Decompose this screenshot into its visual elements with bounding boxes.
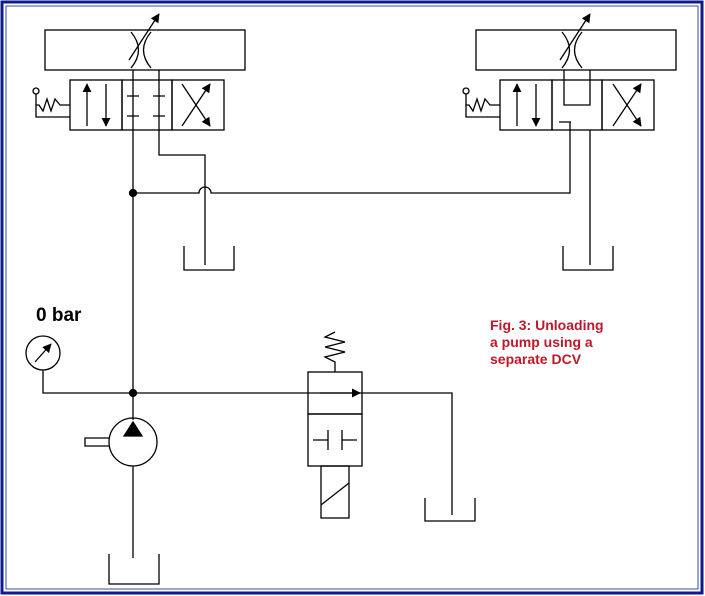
figure-caption: Fig. 3: Unloading a pump using a separat…: [490, 317, 604, 367]
caption-line-1: Unloading: [531, 317, 603, 333]
hydraulic-pump: [84, 417, 158, 558]
caption-fig-label: Fig. 3:: [490, 317, 531, 333]
right-directional-valve: [462, 79, 655, 131]
left-actuator: [44, 13, 246, 80]
junction-dot: [128, 388, 138, 398]
svg-text:Fig. 3: Unloading: Fig. 3: Unloading: [490, 317, 604, 333]
caption-line-2: a pump using a: [490, 334, 593, 350]
tank-unloading-valve: [424, 498, 476, 522]
junction-dot: [128, 188, 138, 198]
unloading-valve: [307, 331, 363, 519]
unloading-line: [42, 370, 453, 515]
left-tank-line: [158, 130, 206, 265]
gauge-label: 0 bar: [36, 305, 82, 326]
pressure-gauge: [25, 335, 61, 371]
pressure-line: [132, 130, 571, 420]
left-directional-valve: [32, 79, 225, 131]
caption-line-3: separate DCV: [490, 351, 582, 367]
tank-pump: [108, 554, 160, 585]
tank-right-dcv: [562, 246, 614, 271]
tank-left-dcv: [183, 246, 235, 271]
right-actuator: [475, 13, 677, 80]
